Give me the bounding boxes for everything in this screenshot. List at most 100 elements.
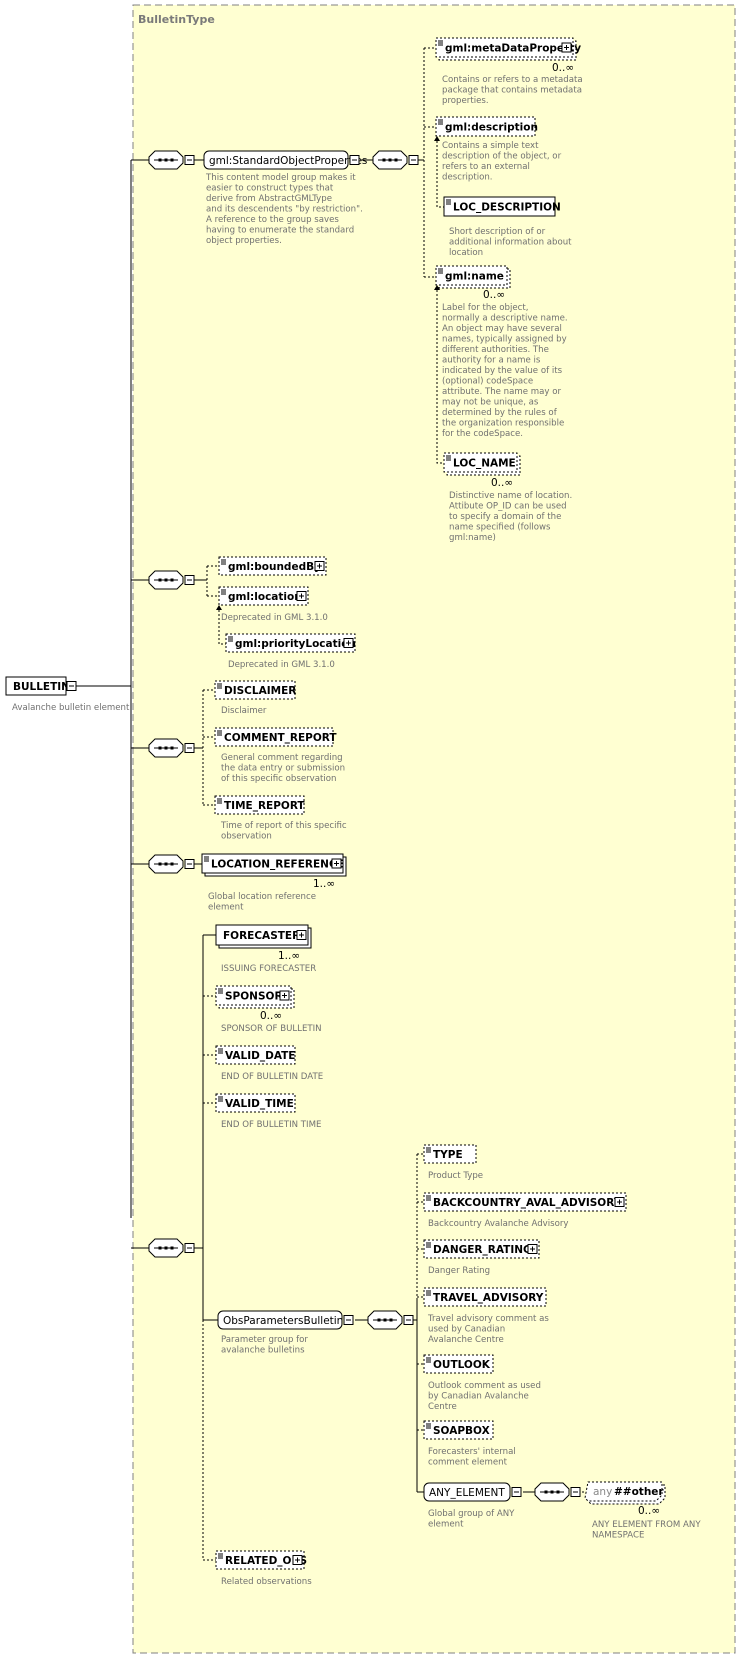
sequence-location-reference-collapse-button[interactable] <box>184 859 195 869</box>
outlook-doc: Outlook comment as used <box>428 1381 541 1391</box>
element-gml-prioritylocation[interactable]: gml:priorityLocation <box>225 633 356 653</box>
element-soapbox-label: SOAPBOX <box>433 1425 490 1437</box>
element-bulletin[interactable]: BULLETIN <box>5 676 70 696</box>
element-travel-advisory[interactable]: TRAVEL_ADVISORY <box>423 1287 547 1307</box>
gml-name-doc: authority for a name is <box>442 356 541 366</box>
element-sponsor[interactable]: SPONSOR <box>215 985 295 1009</box>
sequence-disclaimer-collapse-button[interactable] <box>184 743 195 753</box>
element-gml-prioritylocation-expand-button[interactable] <box>343 638 354 648</box>
travel-advisory-doc: used by Canadian <box>428 1325 505 1335</box>
element-gml-name[interactable]: gml:name <box>435 265 511 289</box>
location-reference-doc: element <box>208 903 244 913</box>
element-location-reference-expand-button[interactable] <box>331 858 342 869</box>
element-gml-metadataproperty-occurs: 0..∞ <box>552 62 574 74</box>
type-doc: Product Type <box>428 1171 483 1181</box>
element-gml-location-expand-button[interactable] <box>296 591 307 601</box>
comment-report-doc: General comment regarding <box>221 753 343 763</box>
element-backcountry-aval-advisory[interactable]: BACKCOUNTRY_AVAL_ADVISORY <box>423 1192 627 1212</box>
element-backcountry-aval-advisory-expand-button[interactable] <box>614 1197 625 1207</box>
description-doc: description of the object, or <box>442 152 562 162</box>
element-comment-report[interactable]: COMMENT_REPORT <box>214 727 337 747</box>
element-time-report[interactable]: TIME_REPORT <box>214 795 305 815</box>
element-gml-boundedby[interactable]: gml:boundedBy <box>218 556 327 576</box>
sequence-obs-params[interactable] <box>367 1310 403 1330</box>
outlook-doc: by Canadian Avalanche <box>428 1392 529 1402</box>
any-other-doc: ANY ELEMENT FROM ANY <box>592 1520 701 1530</box>
gml-name-doc: (optional) codeSpace <box>442 377 533 387</box>
element-valid-time[interactable]: VALID_TIME <box>215 1093 296 1113</box>
element-forecaster-label: FORECASTER <box>223 930 300 942</box>
element-loc-name[interactable]: LOC_NAME <box>443 452 521 476</box>
sequence-location-reference[interactable] <box>148 854 184 874</box>
travel-advisory-doc: Avalanche Centre <box>428 1335 504 1345</box>
element-location-reference[interactable]: LOCATION_REFERENCE <box>201 853 347 877</box>
sequence-any-element-collapse-button[interactable] <box>570 1487 581 1497</box>
element-valid-time-label: VALID_TIME <box>225 1098 294 1110</box>
element-related-obs-label: RELATED_OBS <box>225 1555 307 1567</box>
sequence-forecaster-collapse-button[interactable] <box>184 1243 195 1253</box>
element-comment-report-label: COMMENT_REPORT <box>224 732 337 744</box>
element-type-label: TYPE <box>433 1149 463 1161</box>
element-soapbox[interactable]: SOAPBOX <box>423 1420 494 1440</box>
sequence-any-element[interactable] <box>534 1482 570 1502</box>
element-gml-metadataproperty-expand-button[interactable] <box>561 42 572 53</box>
wildcard-prefix: any <box>593 1486 612 1498</box>
element-danger-rating[interactable]: DANGER_RATING <box>423 1239 540 1259</box>
element-disclaimer[interactable]: DISCLAIMER <box>214 680 296 700</box>
group-standard-object-properties[interactable]: gml:StandardObjectProperties <box>203 150 367 170</box>
element-gml-metadataproperty[interactable]: gml:metaDataProperty <box>435 37 581 61</box>
sponsor-doc: SPONSOR OF BULLETIN <box>221 1024 322 1034</box>
element-forecaster-expand-button[interactable] <box>296 930 307 940</box>
group-obs-parameters-bulletin-collapse-button[interactable] <box>343 1315 354 1325</box>
group-obs-parameters-bulletin[interactable]: ObsParametersBulletin <box>217 1310 343 1330</box>
metadataproperty-doc: properties. <box>442 96 489 106</box>
location-reference-doc: Global location reference <box>208 892 316 902</box>
sequence-forecaster[interactable] <box>148 1238 184 1258</box>
description-doc: Contains a simple text <box>442 141 539 151</box>
element-outlook-label: OUTLOOK <box>433 1359 491 1371</box>
sequence-obs-params-collapse-button[interactable] <box>403 1315 414 1325</box>
wildcard-any-other[interactable]: any##other <box>584 1481 666 1505</box>
sequence-std-props-collapse-button[interactable] <box>184 155 195 165</box>
gml-name-doc: An object may have several <box>442 324 562 334</box>
element-danger-rating-expand-button[interactable] <box>527 1244 538 1254</box>
group-any-element[interactable]: ANY_ELEMENT <box>423 1482 511 1502</box>
element-forecaster[interactable]: FORECASTER <box>215 924 312 949</box>
sequence-disclaimer[interactable] <box>148 738 184 758</box>
group-standard-object-properties-collapse-button[interactable] <box>349 155 360 165</box>
loc-description-doc: additional information about <box>449 238 572 248</box>
sequence-std-props[interactable] <box>148 150 184 170</box>
element-valid-date[interactable]: VALID_DATE <box>215 1045 296 1065</box>
group-any-element-collapse-button[interactable] <box>511 1487 522 1497</box>
element-loc-description[interactable]: LOC_DESCRIPTION <box>443 196 561 217</box>
element-danger-rating-label: DANGER_RATING <box>433 1244 532 1256</box>
sequence-std-props-inner-collapse-button[interactable] <box>408 155 419 165</box>
time-report-doc: Time of report of this specific <box>220 821 347 831</box>
bulletin-doc: Avalanche bulletin element <box>12 703 130 713</box>
element-outlook[interactable]: OUTLOOK <box>423 1354 494 1374</box>
backcountry-doc: Backcountry Avalanche Advisory <box>428 1219 569 1229</box>
wildcard-occurs: 0..∞ <box>638 1505 660 1517</box>
element-type[interactable]: TYPE <box>423 1144 477 1164</box>
sequence-std-props-inner[interactable] <box>372 150 408 170</box>
element-loc-name-label: LOC_NAME <box>453 458 516 470</box>
obs-params-doc: Parameter group for <box>221 1335 308 1345</box>
element-related-obs-expand-button[interactable] <box>292 1555 303 1565</box>
sequence-bounded-location[interactable] <box>148 570 184 590</box>
bulletin-collapse-button[interactable] <box>66 681 77 691</box>
loc-name-doc: to specify a domain of the <box>449 512 561 522</box>
element-location-reference-label: LOCATION_REFERENCE <box>211 859 344 871</box>
loc-name-doc: name specified (follows <box>449 523 551 533</box>
element-sponsor-occurs: 0..∞ <box>260 1010 282 1022</box>
any-other-doc: NAMESPACE <box>592 1531 644 1541</box>
sequence-bounded-location-collapse-button[interactable] <box>184 575 195 585</box>
element-time-report-label: TIME_REPORT <box>224 800 305 812</box>
std-props-doc: A reference to the group saves <box>206 215 339 225</box>
element-sponsor-expand-button[interactable] <box>279 990 290 1001</box>
element-backcountry-aval-advisory-label: BACKCOUNTRY_AVAL_ADVISORY <box>433 1197 622 1209</box>
element-gml-description[interactable]: gml:description <box>435 116 538 137</box>
element-gml-boundedby-expand-button[interactable] <box>314 561 325 571</box>
element-related-obs[interactable]: RELATED_OBS <box>215 1550 307 1570</box>
element-gml-description-label: gml:description <box>445 122 538 134</box>
element-gml-location[interactable]: gml:location <box>218 586 309 606</box>
